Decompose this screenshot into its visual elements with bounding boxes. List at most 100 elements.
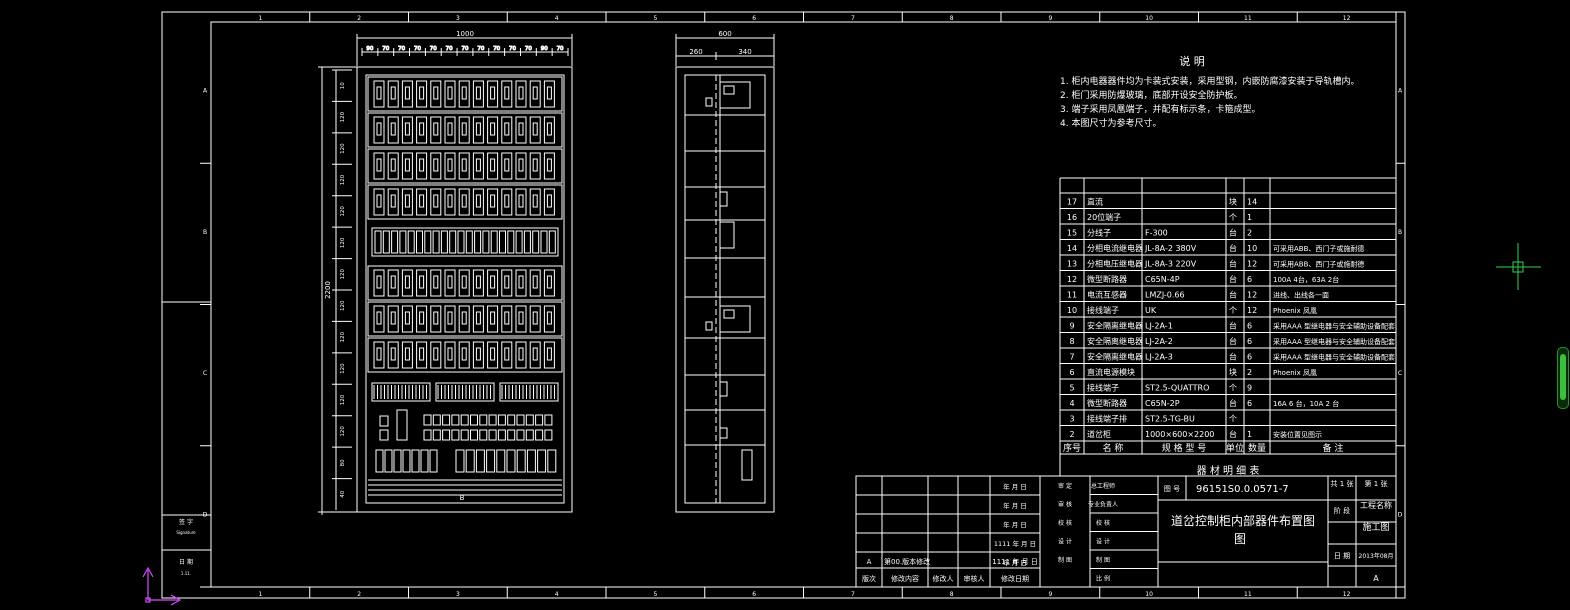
drawing-no-label: 图 号 xyxy=(1164,485,1180,493)
parts-cell: 分相电压继电器 xyxy=(1087,259,1143,269)
front-dim-col: 70 xyxy=(462,46,469,52)
revision-header: 审核人 xyxy=(964,574,985,583)
front-dim-row: 120 xyxy=(340,174,346,185)
parts-cell: 电流互感器 xyxy=(1087,290,1127,300)
parts-cell: 100A 4台，63A 2台 xyxy=(1273,275,1339,284)
sign-label: 制 图 xyxy=(1058,556,1072,564)
grid-label-bottom: 7 xyxy=(851,591,855,598)
drawing-no: 96151S0.0.0571-7 xyxy=(1196,484,1289,495)
notes-title: 说 明 xyxy=(1179,54,1205,68)
drawing-title: 道岔控制柜内部器件布置图 xyxy=(1171,513,1315,528)
parts-cell: 台 xyxy=(1229,290,1237,300)
grid-label-top: 9 xyxy=(1048,15,1052,22)
terminal-strips xyxy=(371,382,559,402)
device-row xyxy=(367,148,563,184)
device-row xyxy=(367,184,563,220)
parts-cell: 台 xyxy=(1229,336,1237,346)
parts-cell: 17 xyxy=(1067,198,1077,207)
device-row xyxy=(367,265,563,301)
parts-cell: C65N-2P xyxy=(1145,399,1180,408)
parts-cell: 个 xyxy=(1229,213,1237,222)
parts-cell: 2 xyxy=(1247,368,1252,377)
parts-cell: 安装位置见图示 xyxy=(1273,430,1322,439)
role-label: 总工程师 xyxy=(1091,482,1115,490)
left-strip-bottom-sub: 1.11. xyxy=(181,571,191,576)
parts-cell: 台 xyxy=(1229,352,1237,362)
parts-cell: 块 xyxy=(1229,197,1237,207)
front-dim-col: 70 xyxy=(430,46,437,52)
revision-cell: 第00.版本修改 xyxy=(884,557,930,566)
parts-cell: 6 xyxy=(1069,368,1074,377)
left-strip-top-label: 签 字 xyxy=(179,518,193,526)
sign-label: 设 计 xyxy=(1058,538,1072,546)
parts-cell: 个 xyxy=(1229,415,1237,424)
role-label: 设 计 xyxy=(1096,538,1110,546)
grid-label-bottom: 2 xyxy=(357,591,361,598)
left-strip-bottom-label: 日 期 xyxy=(179,558,193,566)
revision-header: 修改内容 xyxy=(891,574,919,583)
grid-label-top: 4 xyxy=(555,15,559,22)
parts-cell: 12 xyxy=(1247,291,1257,300)
stage-value: 施工图 xyxy=(1362,521,1389,533)
grid-label-right: A xyxy=(1398,88,1403,95)
sign-date: 年 月 日 xyxy=(1003,482,1027,491)
parts-cell: 台 xyxy=(1229,243,1237,253)
parts-cell: 6 xyxy=(1247,322,1252,331)
grid-label-bottom: 11 xyxy=(1244,591,1252,598)
grid-label-top: 3 xyxy=(456,15,460,22)
crosshair-icon[interactable] xyxy=(1496,243,1541,290)
parts-cell: 道岔柜 xyxy=(1087,429,1111,439)
parts-cell: 11 xyxy=(1067,291,1077,300)
parts-cell: 可采用ABB、西门子或施耐德 xyxy=(1273,260,1364,269)
parts-cell: C65N-4P xyxy=(1145,275,1180,284)
parts-cell: 6 xyxy=(1247,399,1252,408)
front-dim-width: 1000 xyxy=(456,30,474,38)
parts-header: 序号 xyxy=(1063,442,1081,454)
parts-cell: 3 xyxy=(1069,415,1074,424)
parts-cell: 个 xyxy=(1229,384,1237,393)
date-value: 2013年08月 xyxy=(1359,552,1394,560)
role-label: 专业负责人 xyxy=(1088,501,1118,509)
parts-cell: 12 xyxy=(1247,260,1257,269)
parts-cell: 16 xyxy=(1067,213,1077,222)
parts-cell: 6 xyxy=(1247,353,1252,362)
note-item: 4. 本图尺寸为参考尺寸。 xyxy=(1060,117,1161,129)
parts-cell: 安全隔离继电器 xyxy=(1087,321,1143,331)
parts-cell: 1 xyxy=(1247,213,1252,222)
grid-label-bottom: 12 xyxy=(1343,591,1351,598)
grid-label-top: 11 xyxy=(1244,15,1252,22)
front-dim-col: 70 xyxy=(414,46,421,52)
front-dim-row: 120 xyxy=(340,269,346,280)
parts-cell: JL-8A-2 380V xyxy=(1144,244,1197,253)
side-view: 600 260 340 xyxy=(675,30,775,513)
parts-cell: 13 xyxy=(1067,260,1077,269)
parts-cell: 分相电流继电器 xyxy=(1087,243,1143,253)
front-cabinet-inner xyxy=(365,74,565,504)
front-cabinet-outline xyxy=(356,66,573,513)
parts-cell: 台 xyxy=(1229,228,1237,238)
revision-cell: 1111 年 月 日 xyxy=(992,557,1038,566)
grid-label-top: 7 xyxy=(851,15,855,22)
front-dim-col: 90 xyxy=(541,46,548,52)
parts-cell: 15 xyxy=(1067,229,1077,238)
parts-cell: 1000×600×2200 xyxy=(1145,430,1214,439)
note-item: 2. 柜门采用防爆玻璃，底部开设安全防护板。 xyxy=(1060,89,1242,101)
parts-cell: 台 xyxy=(1229,259,1237,269)
side-cabinet-outline xyxy=(675,66,775,513)
parts-cell: 微型断路器 xyxy=(1087,398,1127,408)
front-dim-row: 80 xyxy=(340,459,346,466)
parts-header: 备 注 xyxy=(1323,442,1344,454)
stage-label: 阶 段 xyxy=(1334,506,1350,515)
sign-date: 年 月 日 xyxy=(1003,520,1027,529)
vertical-scrollbar[interactable] xyxy=(1557,347,1569,409)
scroll-thumb[interactable] xyxy=(1560,354,1566,400)
sheet-label: 共 1 张 xyxy=(1331,479,1354,488)
sign-date: 年 月 日 xyxy=(1003,501,1027,510)
side-dim-left: 260 xyxy=(689,48,702,56)
front-dim-row: 120 xyxy=(340,143,346,154)
parts-cell: 接线端子排 xyxy=(1087,414,1127,424)
grid-label-left: A xyxy=(203,88,208,95)
